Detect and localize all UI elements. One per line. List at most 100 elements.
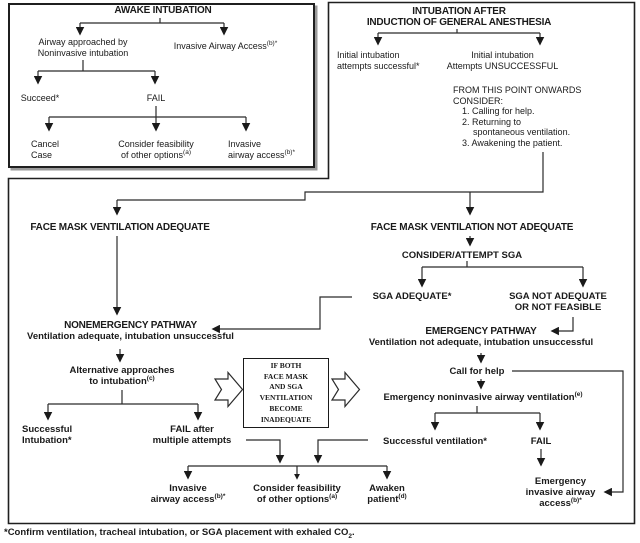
node-airway-approached: Airway approached by Noninvasive intubat… [13,37,153,58]
node-call-for-help: Call for help [449,366,505,377]
superscript-ref: (c) [146,374,155,382]
node-line: Invasive [228,139,262,149]
node-text: airway access [228,149,285,160]
node-line: airway access(b)* [138,492,238,505]
node-line: Alternative approaches [69,365,175,376]
node-line: OR NOT FEASIBLE [514,302,602,313]
node-text: of other options [121,149,184,160]
node-face-mask-ventilation-not-adequate: FACE MASK VENTILATION NOT ADEQUATE [370,222,574,233]
node-line: Emergency noninvasive airway ventilation… [352,390,614,403]
pathway-subtitle: Ventilation not adequate, intubation uns… [368,337,594,348]
footnote-subscript: 2 [348,532,352,540]
superscript-ref: (b)* [284,148,296,156]
node-text: access [539,498,571,509]
node-line: Attempts UNSUCCESSFUL [446,60,559,71]
node-line: of other options(a) [97,148,215,161]
box-line: BECOME [269,403,303,413]
node-invasive-access-awake-fail: Invasive airway access(b)* [228,139,318,160]
awake-panel-title: AWAKE INTUBATION [114,5,212,16]
box-line: AND SGA [269,382,303,392]
title-line: INTUBATION AFTER [412,6,506,17]
node-invasive-airway-access: Invasive airway access(b)* [138,483,238,505]
node-sga-adequate: SGA ADEQUATE* [372,291,452,302]
superscript-ref: (a) [329,492,338,500]
node-line: Noninvasive intubation [37,47,129,58]
box-line: INADEQUATE [260,414,312,424]
node-line: invasive airway [525,487,596,498]
superscript-ref: (d) [398,492,407,500]
box-line: IF BOTH [270,361,302,370]
superscript-ref: (a) [183,148,191,156]
block-arrow-left-icon [213,370,244,409]
list-item: spontaneous ventilation. [473,127,571,137]
node-text: of other options [256,494,330,505]
node-fail-awake: FAIL [146,93,166,103]
node-line: Case [31,149,53,160]
node-emergency-pathway: EMERGENCY PATHWAY Ventilation not adequa… [361,326,601,348]
node-line: FAIL after [170,424,214,435]
node-invasive-airway-access-awake: Invasive Airway Access(b)* [158,40,293,52]
node-successful-ventilation: Successful ventilation* [382,436,487,447]
node-line: Initial intubation [337,50,400,60]
node-initial-attempts-unsuccessful: Initial intubation Attempts UNSUCCESSFUL [425,50,580,71]
node-line: Invasive [169,483,207,494]
node-text: Invasive Airway Access [173,41,267,51]
footnote-tail: . [351,527,355,538]
node-line: airway access(b)* [228,148,318,161]
node-text: to intubation [89,376,147,387]
node-successful-intubation: Successful Intubation* [22,424,102,446]
node-line: FROM THIS POINT ONWARDS [453,85,582,95]
pathway-subtitle: Ventilation adequate, intubation unsucce… [27,331,234,342]
box-line: VENTILATION [259,393,313,403]
footnote: *Confirm ventilation, tracheal intubatio… [4,527,524,540]
node-consider-options-awake: Consider feasibility of other options(a) [97,139,215,160]
node-line: Emergency [534,476,587,487]
superscript-ref: (b)* [266,40,278,47]
node-initial-attempts-successful: Initial intubation attempts successful* [337,50,457,71]
node-line: Cancel [31,139,60,149]
node-face-mask-ventilation-adequate: FACE MASK VENTILATION ADEQUATE [30,222,210,233]
node-line: Awaken [369,483,405,494]
node-succeed: Succeed* [20,93,60,103]
pathway-heading: EMERGENCY PATHWAY [425,326,537,337]
node-line: to intubation(c) [42,374,202,387]
induction-panel-title: INTUBATION AFTER INDUCTION OF GENERAL AN… [337,6,581,28]
list-item: 1. Calling for help. [462,106,535,116]
node-consider-other-options: Consider feasibility of other options(a) [232,483,362,505]
node-text: airway access [150,494,215,505]
node-line: Successful [22,424,73,435]
node-text: patient [367,494,399,505]
node-line: CONSIDER: [453,95,504,106]
node-line: Consider feasibility [118,139,194,149]
node-emergency-invasive-access: Emergency invasive airway access(b)* [508,476,613,509]
node-emergency-noninvasive-ventilation: Emergency noninvasive airway ventilation… [352,390,614,403]
node-fail-emergency: FAIL [530,436,552,447]
box-line: FACE MASK [263,371,309,381]
node-sga-not-adequate: SGA NOT ADEQUATE OR NOT FEASIBLE [493,291,623,313]
list-item: 2. Returning to [462,116,522,127]
node-line: Initial intubation [471,50,534,60]
node-line: of other options(a) [232,492,362,505]
node-alternative-approaches: Alternative approaches to intubation(c) [42,365,202,387]
node-from-this-point-consider: FROM THIS POINT ONWARDS CONSIDER: 1. Cal… [453,85,635,148]
node-nonemergency-pathway: NONEMERGENCY PATHWAY Ventilation adequat… [8,320,253,342]
superscript-ref: (e) [574,390,583,398]
if-both-inadequate-box: IF BOTH FACE MASK AND SGA VENTILATION BE… [243,358,329,428]
node-line: Consider feasibility [253,483,341,494]
node-cancel-case: Cancel Case [31,139,91,160]
node-fail-after-multiple-attempts: FAIL after multiple attempts [132,424,252,446]
node-line: attempts successful* [337,60,420,71]
superscript-ref: (b)* [570,496,582,504]
node-awaken-patient: Awaken patient(d) [352,483,422,505]
superscript-ref: (b)* [214,492,226,500]
node-line: multiple attempts [152,435,232,446]
list-item: 3. Awakening the patient. [462,137,563,148]
node-consider-attempt-sga: CONSIDER/ATTEMPT SGA [401,250,523,261]
node-line: Intubation* [22,435,72,446]
footnote-text: *Confirm ventilation, tracheal intubatio… [4,527,349,538]
node-line: SGA NOT ADEQUATE [509,291,607,302]
node-line: access(b)* [508,496,613,509]
node-line: Invasive Airway Access(b)* [158,40,293,52]
node-line: Airway approached by [38,37,128,47]
